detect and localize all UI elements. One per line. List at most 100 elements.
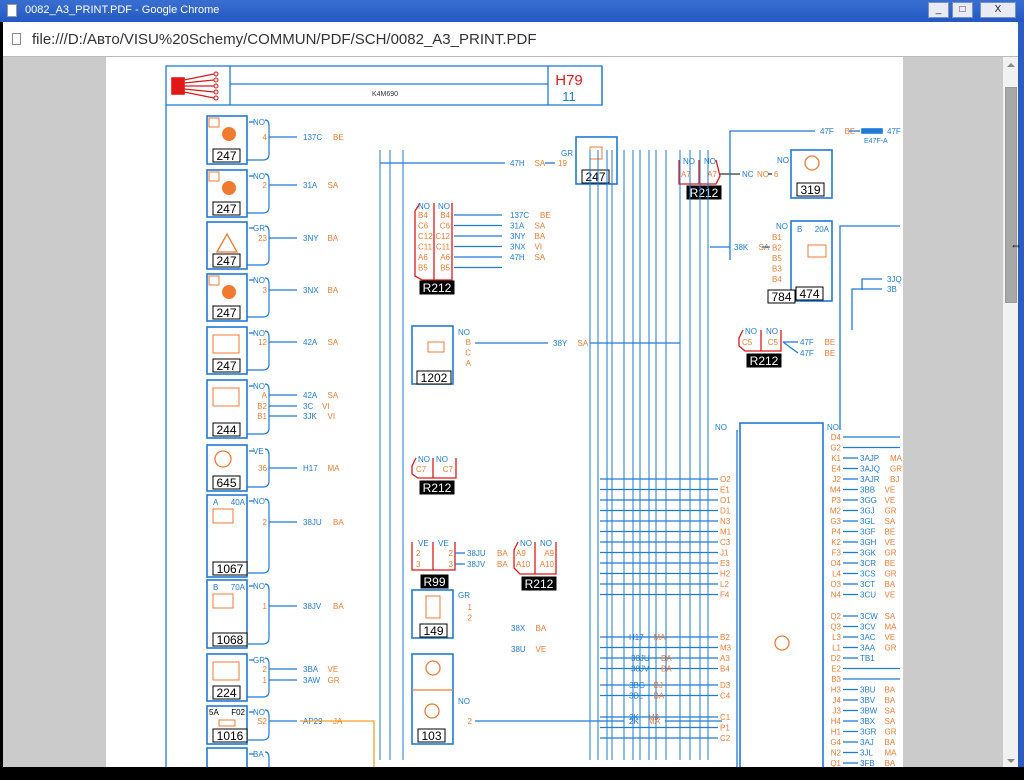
- pin-header: NO: [827, 423, 839, 432]
- gauge-icon: [212, 334, 240, 354]
- component-149: [411, 589, 454, 639]
- wire: [851, 288, 882, 330]
- harness-icon: [183, 91, 215, 99]
- component-id-box: [212, 475, 241, 490]
- vertical-scrollbar[interactable]: [1003, 57, 1018, 767]
- ecu-pin-label: O1: [720, 496, 731, 505]
- heater-light-icon-glyph: [208, 275, 220, 286]
- wire-code-label: 3GK: [860, 549, 877, 558]
- wire-code-label: 137C: [510, 211, 529, 220]
- ecu-pin-label: D1: [720, 507, 731, 516]
- sensor-icon: [212, 387, 240, 407]
- pin-label: B5: [772, 254, 782, 263]
- component-id-box: [212, 148, 241, 163]
- wire-code-label: 3CS: [860, 570, 876, 579]
- connector-header: NO: [683, 157, 695, 166]
- pin-header: GR: [458, 591, 470, 600]
- component-id-box: [419, 623, 448, 638]
- pin-label: 3: [416, 560, 421, 569]
- scroll-down-icon[interactable]: [1007, 759, 1015, 763]
- wire-code-label: 3AA: [860, 644, 876, 653]
- wire-code-label: 3FB: [860, 759, 875, 767]
- wire-code-label: 47F: [800, 338, 814, 347]
- pin-label: A10: [540, 560, 555, 569]
- ecu-pin-label: L1: [832, 644, 841, 653]
- pin-bracket: [247, 498, 270, 574]
- ecu-pin-label: P3: [831, 496, 841, 505]
- component-id-box: [767, 289, 796, 304]
- wire-color-label: BA: [328, 286, 339, 295]
- wire-code-label: 3GJ: [860, 507, 875, 516]
- maximize-button[interactable]: □: [952, 2, 973, 18]
- wire-color-label: GR: [885, 728, 897, 737]
- wire-code-label: 31A: [303, 181, 318, 190]
- pin-label: A6: [440, 253, 450, 262]
- component-id-box: [212, 561, 248, 576]
- wire-color-label: VE: [885, 633, 896, 642]
- wire-code-label: 3JK: [303, 412, 317, 421]
- component-247: [206, 169, 248, 218]
- terminal-sublabel: E47F-A: [864, 138, 888, 145]
- taskbar-strip: [0, 767, 1024, 780]
- harness-icon: [171, 77, 185, 95]
- ecu-pin-label: F3: [832, 549, 842, 558]
- wire-color-label: MA: [648, 713, 661, 722]
- wire-code-label: 38K: [734, 243, 749, 252]
- wire-code-label: 38X: [511, 624, 526, 633]
- ecu-pin-label: Q2: [830, 612, 841, 621]
- wire-code-label: 42A: [303, 338, 318, 347]
- ecu-pin-label: B4: [720, 665, 730, 674]
- connector-header: NO: [418, 455, 430, 464]
- minimize-button[interactable]: _: [928, 2, 949, 18]
- pin-label: 36: [258, 464, 267, 473]
- pin-label: A6: [418, 253, 428, 262]
- wire-color-label: BA: [885, 686, 896, 695]
- close-button[interactable]: X: [980, 2, 1016, 18]
- wire-code-label: 3AW: [303, 676, 320, 685]
- address-bar[interactable]: file:///D:/Авто/VISU%20Schemy/COMMUN/PDF…: [3, 22, 1018, 57]
- wire-color-label: VI: [322, 402, 330, 411]
- component-partial: [206, 747, 248, 767]
- temp-light-icon-glyph: [208, 171, 220, 182]
- ecu-pin-label: H4: [831, 717, 842, 726]
- component-1016: [206, 705, 248, 745]
- wire-color-label: BA: [333, 602, 344, 611]
- wire-code-label: 3NX: [303, 286, 319, 295]
- wire-code-label: 31A: [510, 222, 525, 231]
- ecu-pin-label: N2: [831, 749, 842, 758]
- wire-color-label: BE: [885, 528, 896, 537]
- pin-label: B3: [772, 265, 782, 274]
- pin-label: C: [465, 349, 471, 358]
- wire-code-label: 3AJR: [860, 475, 880, 484]
- connector-id-box: [746, 353, 782, 368]
- wire-color-label: VE: [885, 496, 896, 505]
- connector-header: NO: [540, 539, 552, 548]
- wire-color-label: SA: [885, 517, 896, 526]
- scrollbar-thumb[interactable]: [1005, 87, 1017, 303]
- wire-color-label: MA: [890, 454, 903, 463]
- ecu-pin-label: L3: [832, 633, 841, 642]
- component-id: 319: [800, 183, 820, 197]
- ecu-pin-label: K1: [831, 454, 841, 463]
- pin-header: NO: [715, 423, 727, 432]
- scroll-up-icon[interactable]: [1007, 63, 1015, 67]
- component-319: [790, 149, 833, 199]
- ecu-pin-label: B3: [831, 675, 841, 684]
- wire-color-label: BA: [661, 654, 672, 663]
- ecu-pin-label: J4: [833, 696, 842, 705]
- ecu-pin-label: G3: [830, 517, 841, 526]
- connector-header: NO: [418, 202, 430, 211]
- ecu-pin-label: J3: [833, 707, 842, 716]
- wire-code-label: 3AJP: [860, 454, 879, 463]
- wire-color-label: SA: [328, 338, 339, 347]
- connector-id-box: [419, 480, 455, 495]
- url-text[interactable]: file:///D:/Авто/VISU%20Schemy/COMMUN/PDF…: [32, 31, 537, 48]
- wire: [782, 341, 799, 354]
- connector-id: R212: [690, 186, 719, 200]
- pin-header: NO: [253, 497, 265, 506]
- component-id: 1202: [421, 371, 448, 385]
- wire-code-label: 47H: [510, 253, 525, 262]
- resize-cursor-icon: ⇔: [1010, 238, 1022, 252]
